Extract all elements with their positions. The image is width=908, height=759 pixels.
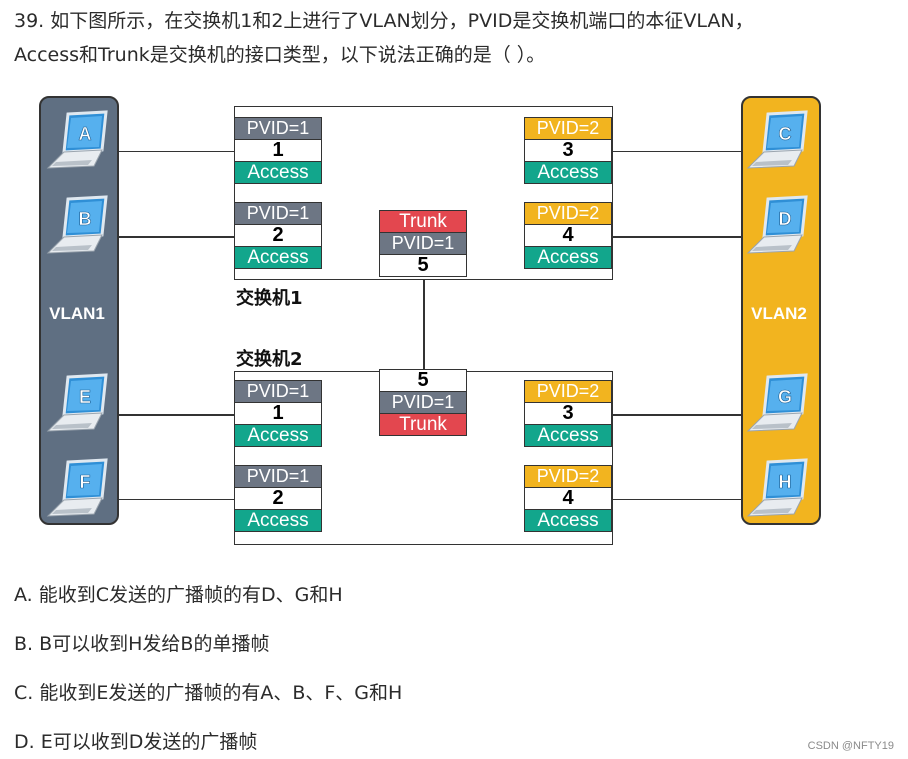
port-number: 5: [380, 254, 466, 276]
host-letter: H: [779, 472, 792, 492]
host-a: A: [44, 110, 114, 172]
switch1-port4: PVID=2 4 Access: [524, 202, 612, 269]
port-number: 2: [235, 224, 321, 247]
link-h-sw2p4: [610, 499, 756, 500]
question-text-line2: Access和Trunk是交换机的接口类型，以下说法正确的是（ ）。: [14, 44, 546, 66]
host-h: H: [744, 458, 814, 520]
option-b[interactable]: B. B可以收到H发给B的单播帧: [14, 633, 270, 655]
switch1-port3: PVID=2 3 Access: [524, 117, 612, 184]
host-letter: F: [80, 472, 91, 492]
link-d-sw1p4: [610, 236, 756, 238]
host-d: D: [744, 195, 814, 257]
host-letter: G: [778, 387, 792, 407]
port-number: 4: [525, 224, 611, 247]
host-b: B: [44, 195, 114, 257]
port-number: 1: [235, 139, 321, 162]
port-pvid: PVID=1: [235, 118, 321, 139]
port-mode: Access: [235, 510, 321, 531]
port-number: 2: [235, 487, 321, 510]
laptop-icon: F: [46, 458, 108, 517]
link-trunk-sw1-sw2: [423, 278, 425, 370]
switch2-port4: PVID=2 4 Access: [524, 465, 612, 532]
port-pvid: PVID=1: [380, 232, 466, 254]
host-letter: B: [79, 209, 92, 229]
port-number: 3: [525, 139, 611, 162]
laptop-icon: D: [746, 195, 808, 254]
port-pvid: PVID=1: [235, 466, 321, 487]
host-f: F: [44, 458, 114, 520]
port-pvid: PVID=2: [525, 466, 611, 487]
switch2-port3: PVID=2 3 Access: [524, 380, 612, 447]
host-g: G: [744, 373, 814, 435]
option-d[interactable]: D. E可以收到D发送的广播帧: [14, 731, 258, 753]
switch1-title: 交换机1: [236, 288, 303, 309]
port-number: 1: [235, 402, 321, 425]
switch1-port2: PVID=1 2 Access: [234, 202, 322, 269]
laptop-icon: C: [746, 110, 808, 169]
laptop-icon: H: [746, 458, 808, 517]
host-letter: A: [79, 124, 92, 144]
network-diagram: VLAN1 VLAN2 交换机1 交换机2 PVID=1 1 Access PV…: [39, 96, 821, 545]
host-letter: C: [779, 124, 792, 144]
vlan2-label: VLAN2: [751, 304, 807, 323]
port-mode: Access: [235, 247, 321, 268]
switch2-port2: PVID=1 2 Access: [234, 465, 322, 532]
port-pvid: PVID=2: [525, 381, 611, 402]
option-c[interactable]: C. 能收到E发送的广播帧的有A、B、F、G和H: [14, 682, 403, 704]
switch1-port5: Trunk PVID=1 5: [379, 210, 467, 277]
option-a[interactable]: A. 能收到C发送的广播帧的有D、G和H: [14, 584, 343, 606]
port-number: 5: [380, 370, 466, 392]
link-g-sw2p3: [610, 414, 756, 416]
port-mode: Access: [525, 247, 611, 268]
port-number: 4: [525, 487, 611, 510]
port-pvid: PVID=2: [525, 118, 611, 139]
laptop-icon: E: [46, 373, 108, 432]
switch2-port5: 5 PVID=1 Trunk: [379, 369, 467, 436]
vlan1-label: VLAN1: [49, 304, 105, 323]
port-mode: Access: [235, 425, 321, 446]
link-b-sw1p2: [104, 236, 236, 238]
port-pvid: PVID=1: [235, 381, 321, 402]
switch2-port1: PVID=1 1 Access: [234, 380, 322, 447]
port-mode: Access: [525, 162, 611, 183]
port-pvid: PVID=1: [380, 392, 466, 413]
port-mode: Access: [235, 162, 321, 183]
switch1-port1: PVID=1 1 Access: [234, 117, 322, 184]
port-mode: Access: [525, 425, 611, 446]
link-a-sw1p1: [104, 151, 236, 152]
host-letter: E: [79, 387, 91, 407]
link-e-sw2p1: [104, 414, 236, 416]
port-number: 3: [525, 402, 611, 425]
laptop-icon: G: [746, 373, 808, 432]
host-letter: D: [779, 209, 792, 229]
link-c-sw1p3: [610, 151, 756, 152]
switch2-title: 交换机2: [236, 349, 303, 370]
host-c: C: [744, 110, 814, 172]
port-mode: Trunk: [380, 211, 466, 232]
link-f-sw2p2: [104, 499, 236, 500]
host-e: E: [44, 373, 114, 435]
port-pvid: PVID=1: [235, 203, 321, 224]
laptop-icon: A: [46, 110, 108, 169]
watermark: CSDN @NFTY19: [807, 740, 894, 752]
port-mode: Access: [525, 510, 611, 531]
port-pvid: PVID=2: [525, 203, 611, 224]
question-text-line1: 39. 如下图所示，在交换机1和2上进行了VLAN划分，PVID是交换机端口的本…: [14, 10, 754, 32]
port-mode: Trunk: [380, 413, 466, 435]
laptop-icon: B: [46, 195, 108, 254]
